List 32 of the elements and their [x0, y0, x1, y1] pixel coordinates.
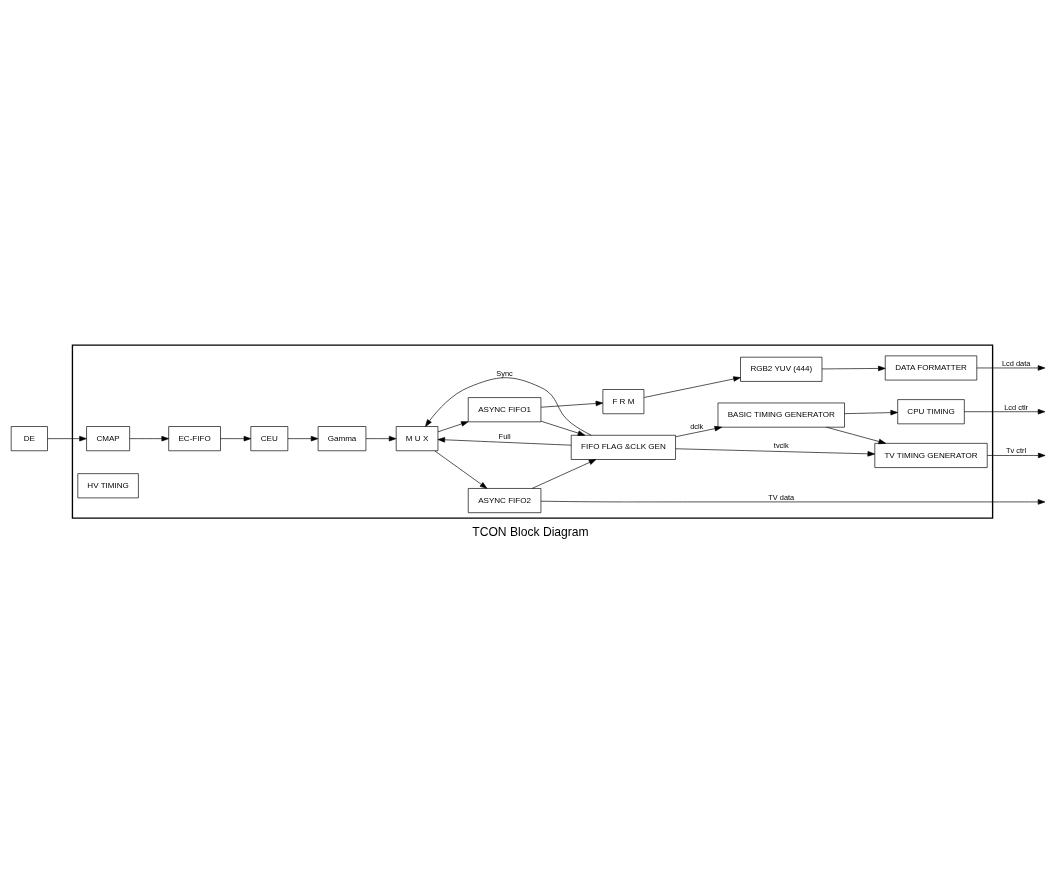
arrow: [434, 450, 488, 489]
edge-label: tvclk: [773, 440, 789, 450]
arrow: [675, 448, 875, 457]
arrow: [531, 459, 597, 489]
arrow: [844, 409, 898, 416]
arrow: [643, 376, 741, 398]
diagram-title: TCON Block Diagram: [472, 524, 589, 539]
edge-label: Full: [498, 432, 511, 442]
arrow: [437, 437, 572, 446]
edge-label: TV data: [768, 492, 795, 502]
arrow: [675, 425, 722, 438]
cluster: [71, 344, 994, 519]
arrow: [47, 435, 87, 442]
edge-label: Sync: [496, 368, 513, 378]
arrow: [964, 409, 1046, 415]
arrow: [365, 435, 397, 442]
arrow: [540, 420, 586, 436]
edge-label: Lcd ctlr: [1004, 402, 1029, 412]
arrow: [287, 435, 319, 442]
edge-label: dclk: [690, 422, 704, 432]
arrow: [540, 400, 604, 408]
arrow: [437, 421, 469, 433]
arrow: [425, 377, 592, 436]
arrow: [220, 435, 252, 442]
arrow: [976, 365, 1046, 371]
edge-label: Tv ctrl: [1006, 446, 1027, 456]
arrow: [129, 435, 169, 442]
arrow: [821, 365, 886, 372]
arrow: [826, 426, 886, 445]
arrow: [987, 452, 1046, 459]
arrow: [540, 499, 1046, 505]
edge-label: Lcd data: [1001, 358, 1031, 368]
